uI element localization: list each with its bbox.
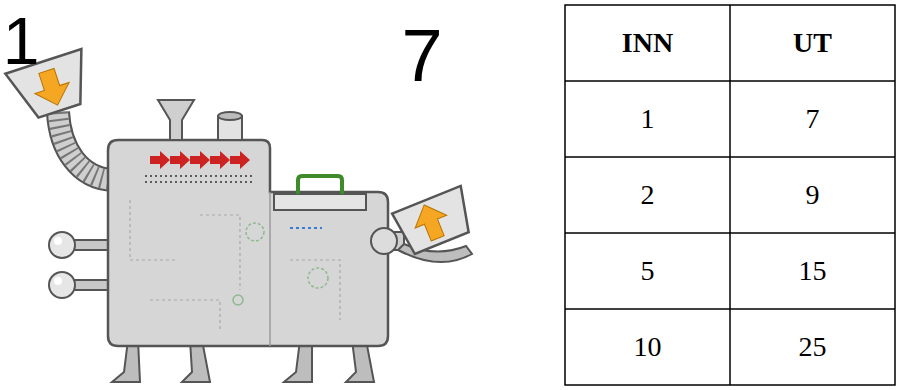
body-seam [269,192,271,346]
green-handle [298,176,342,194]
table-cell: 10 [565,309,730,385]
red-arrow [170,151,190,169]
hose-outline [58,112,112,180]
table-border [565,5,895,385]
blue-dashes [290,227,322,229]
table-cell: 2 [565,157,730,233]
table-cell: 7 [730,81,895,157]
dashed-lines [145,176,255,182]
knob-stem [72,280,112,290]
red-arrow [190,151,210,169]
trace [130,200,175,260]
knob-shine [54,277,62,285]
table-grid [565,5,895,385]
red-arrow [230,151,250,169]
table-rule [565,232,895,234]
lid [274,194,366,210]
chute [392,186,478,256]
cylinder-top [218,112,242,120]
knob-bulb [49,232,75,258]
output-chute [392,186,478,256]
red-arrow [150,151,170,169]
circuit-traces [130,200,340,330]
knob-stem [72,240,112,250]
trace [200,215,240,290]
gear-mark [233,295,243,305]
table-cell: 25 [730,309,895,385]
top-funnel [158,100,194,140]
table-cell: 1 [565,81,730,157]
table-cell: 5 [565,233,730,309]
table-cell: 9 [730,157,895,233]
table-rule [565,308,895,310]
table-cell: 15 [730,233,895,309]
side-knobs [49,232,112,298]
gear-mark [308,268,328,288]
callout-number: 1 [0,8,42,74]
callout-number: 7 [392,18,452,94]
table-header: INN [565,5,730,81]
trace [150,300,220,330]
table-rule [729,5,731,385]
indicator-arrows [150,151,250,169]
knob-bulb [49,272,75,298]
knob-shine [54,237,62,245]
hose [58,112,112,180]
orange-arrow [408,199,453,245]
table-header: UT [730,5,895,81]
trace [290,260,340,320]
table-rule [565,80,895,82]
hose-ribs [58,112,112,180]
output-hinge [371,228,397,254]
table-rule [565,156,895,158]
red-arrow [210,151,230,169]
machine-body [108,140,388,346]
gear-mark [246,223,264,241]
